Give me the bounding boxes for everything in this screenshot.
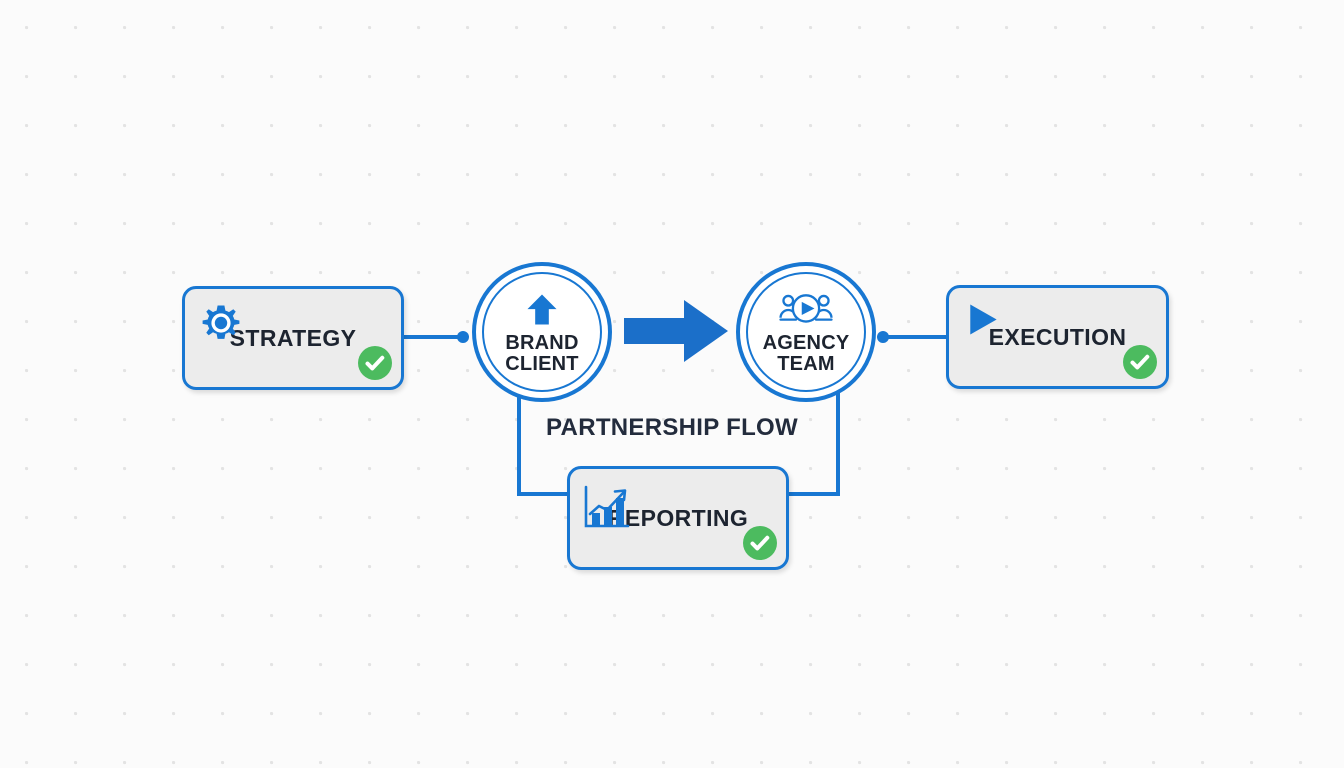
node-agency-team[interactable]: AGENCY TEAM xyxy=(736,262,876,402)
connector-agency-team-to-reporting xyxy=(786,392,840,496)
node-strategy[interactable]: STRATEGY xyxy=(182,286,404,390)
node-brand-client-label-line1: BRAND xyxy=(505,332,579,354)
node-brand-client-label: BRAND CLIENT xyxy=(505,333,578,375)
node-agency-team-label: AGENCY TEAM xyxy=(763,333,850,375)
connector-strategy-to-brand-client xyxy=(404,331,469,343)
node-brand-client[interactable]: BRAND CLIENT xyxy=(472,262,612,402)
status-badge-complete xyxy=(1123,345,1157,379)
play-triangle-icon xyxy=(963,300,1007,344)
node-strategy-label: STRATEGY xyxy=(229,324,357,351)
check-icon xyxy=(365,355,385,371)
node-agency-team-label-line1: AGENCY xyxy=(762,332,850,354)
status-badge-complete xyxy=(743,526,777,560)
flow-caption: PARTNERSHIP FLOW xyxy=(546,414,798,441)
node-execution-label: EXECUTION xyxy=(988,323,1127,350)
connector-agency-team-to-execution xyxy=(877,331,948,343)
gear-icon xyxy=(199,301,243,345)
node-execution[interactable]: EXECUTION xyxy=(946,285,1169,389)
flow-arrow-icon xyxy=(624,300,728,362)
node-brand-client-label-line2: CLIENT xyxy=(505,353,579,375)
team-play-icon xyxy=(779,289,833,331)
connector-brand-client-to-reporting xyxy=(517,392,572,496)
node-reporting-label: REPORTING xyxy=(607,504,749,531)
up-arrow-icon xyxy=(515,289,569,331)
check-icon xyxy=(1130,354,1150,370)
node-agency-team-label-line2: TEAM xyxy=(777,353,835,375)
node-reporting[interactable]: REPORTING xyxy=(567,466,789,570)
status-badge-complete xyxy=(358,346,392,380)
bar-chart-growth-icon xyxy=(582,485,630,529)
check-icon xyxy=(750,535,770,551)
